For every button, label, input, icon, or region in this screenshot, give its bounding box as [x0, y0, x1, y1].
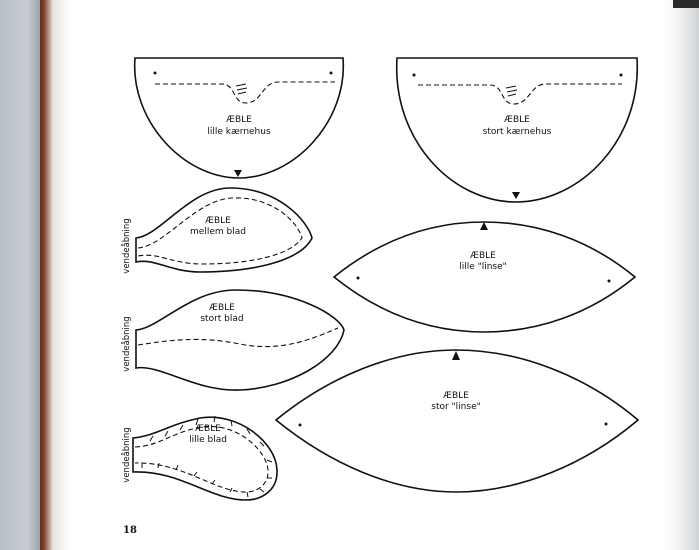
small-leaf-opening-label: vendeåbning [121, 427, 132, 482]
small-core-subtitle: lille kærnehus [207, 127, 271, 137]
small-lens-title: ÆBLE [470, 251, 496, 261]
small-core-title: ÆBLE [226, 115, 252, 125]
large-leaf-piece: ÆBLE stort blad vendeåbning [121, 289, 345, 391]
next-page-edge [665, 0, 699, 550]
small-leaf-piece: ÆBLE lille blad vendeåbning [121, 415, 278, 501]
page-number: 18 [123, 525, 137, 536]
page-corner [673, 0, 699, 8]
large-core-title: ÆBLE [504, 115, 530, 125]
large-lens-title: ÆBLE [443, 391, 469, 401]
small-core-piece: ÆBLE lille kærnehus [133, 57, 345, 179]
large-leaf-title: ÆBLE [209, 303, 235, 313]
large-core-piece: ÆBLE stort kærnehus [396, 57, 638, 203]
small-lens-subtitle: lille "linse" [459, 262, 507, 272]
medium-leaf-title: ÆBLE [205, 216, 231, 226]
large-leaf-subtitle: stort blad [200, 314, 243, 324]
medium-leaf-piece: ÆBLE mellem blad vendeåbning [121, 187, 313, 274]
small-leaf-title: ÆBLE [195, 424, 221, 434]
large-core-subtitle: stort kærnehus [483, 127, 552, 137]
small-lens-piece: ÆBLE lille "linse" [332, 221, 637, 333]
book-spine [0, 0, 40, 550]
book-cover-edge [40, 0, 52, 550]
large-lens-piece: ÆBLE stor "linse" [274, 349, 640, 493]
large-lens-subtitle: stor "linse" [431, 402, 481, 412]
medium-leaf-subtitle: mellem blad [190, 227, 246, 237]
page-gutter-shadow [52, 0, 70, 550]
small-leaf-subtitle: lille blad [189, 435, 227, 445]
medium-leaf-opening-label: vendeåbning [121, 218, 132, 273]
large-leaf-opening-label: vendeåbning [121, 316, 132, 371]
